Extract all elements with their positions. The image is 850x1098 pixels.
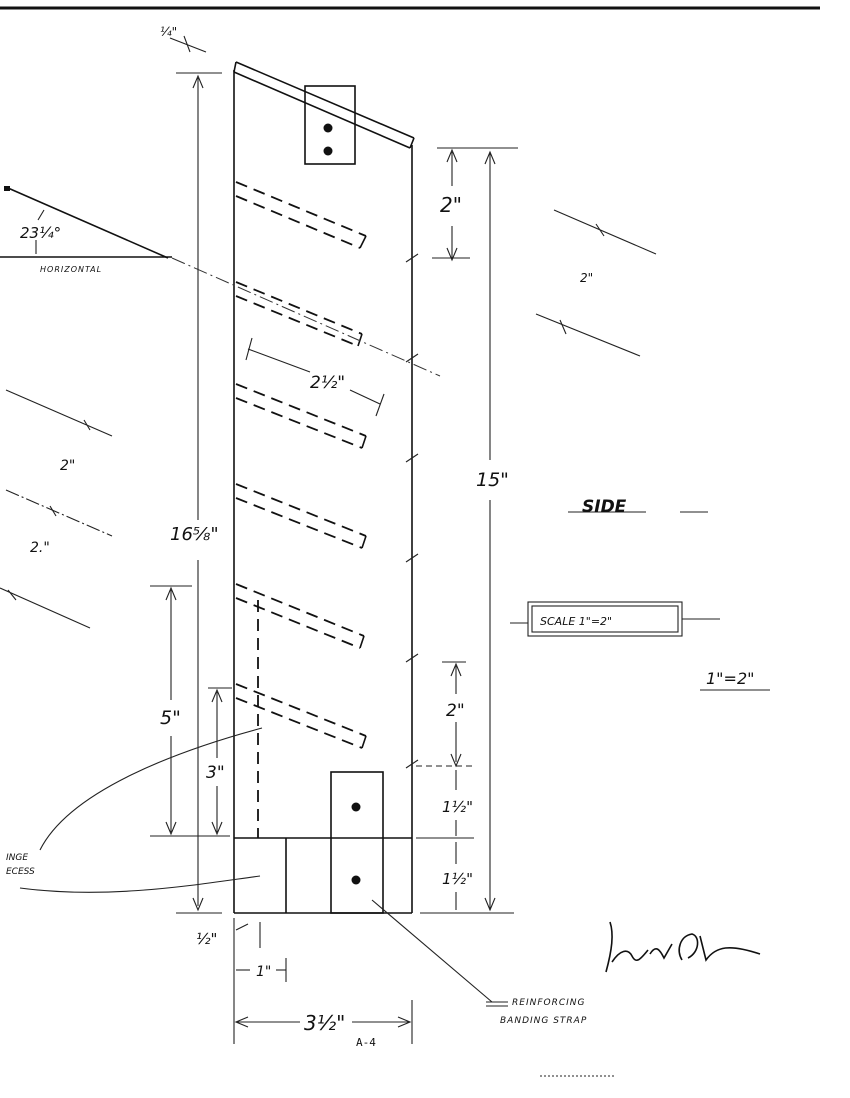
dim-front-height-label: 15": [476, 469, 509, 491]
dim-perch-length-label: 2½": [310, 373, 345, 393]
perches: [235, 181, 367, 749]
side-panel: [233, 61, 415, 914]
dim-one-label: 1": [256, 964, 271, 980]
dim-three-label: 3": [206, 763, 225, 783]
perch: [235, 583, 365, 649]
perch: [235, 281, 363, 347]
dim-three: [208, 687, 232, 836]
hinge-label-line1: INGE: [6, 853, 28, 863]
roof-bottom-line: [233, 71, 411, 149]
dim-overall-height-label: 16⅝": [170, 524, 219, 545]
strap-label-line2: BANDING STRAP: [500, 1016, 587, 1026]
top-strap: [304, 85, 356, 165]
left-label-upper: 2": [60, 458, 75, 474]
scale-box: [510, 601, 720, 637]
perch: [235, 683, 367, 749]
roof-end-back: [233, 61, 237, 73]
roof-end-front: [409, 137, 415, 149]
perch: [235, 483, 367, 549]
dim-width-label: 3½": [304, 1011, 345, 1035]
dim-perch-spacing-top-label: 2": [440, 193, 462, 217]
top-strap-hole: [323, 146, 333, 156]
bottom-strap-hole: [351, 875, 361, 885]
dim-perch-spacing-top: [432, 148, 470, 262]
perch: [235, 181, 367, 249]
hinge-label-line2: ECESS: [6, 867, 35, 877]
side-label: SIDE: [582, 497, 627, 517]
dim-strap-upper-label: 1½": [442, 798, 473, 816]
bottom-strap-hole: [351, 802, 361, 812]
left-label-lower: 2.": [30, 540, 50, 556]
dim-perch-spacing-bottom-label: 2": [446, 701, 465, 721]
leaders: [19, 727, 508, 1007]
dim-strap-lower-label: 1½": [442, 870, 473, 888]
signature: [605, 921, 761, 973]
guide-lines-right: [535, 209, 657, 357]
dim-front-height: [420, 147, 518, 914]
front-edge-ticks: [405, 253, 419, 769]
guide-lines-left: [0, 389, 113, 629]
top-strap-hole: [323, 123, 333, 133]
dim-bottom: [233, 918, 413, 1044]
dim-top-overhang: [169, 35, 207, 53]
dim-top-overhang-label: ¼": [160, 25, 177, 39]
angle-reference: HORIZONTAL: [40, 265, 102, 274]
perch: [235, 383, 367, 449]
dim-five: [150, 585, 230, 837]
dim-half-label: ½": [196, 930, 217, 948]
scale-box-label: SCALE 1"=2": [540, 615, 612, 628]
right-label: 2": [580, 271, 593, 285]
bottom-strap: [330, 771, 384, 914]
page-code: A-4: [356, 1036, 376, 1049]
dim-lower-right: [416, 661, 474, 910]
roof-top-line: [235, 61, 415, 139]
dim-overall-height: [176, 72, 222, 914]
scale-text: 1"=2": [706, 669, 754, 688]
angle-value: 23¼°: [20, 224, 61, 242]
angle-diagram: [0, 186, 441, 377]
dim-five-label: 5": [160, 707, 181, 729]
dim-perch-length: [245, 337, 385, 417]
strap-label-line1: REINFORCING: [512, 998, 586, 1008]
